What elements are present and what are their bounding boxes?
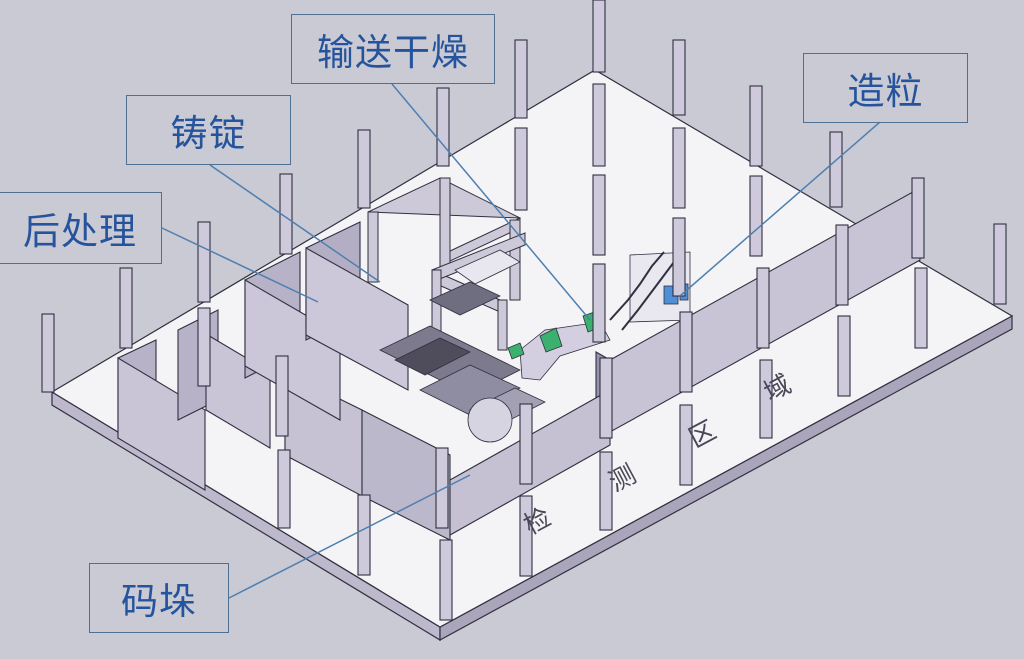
leader-lines [161, 83, 881, 599]
label-granulation-text: 造粒 [847, 70, 924, 113]
label-conveying-drying-text: 输送干燥 [317, 31, 469, 74]
equipment [379, 249, 691, 443]
label-granulation: 造粒 [803, 53, 968, 123]
leader-ingot [209, 164, 381, 283]
label-stacking-text: 码垛 [121, 580, 197, 623]
leader-drying [391, 83, 591, 321]
pillars [41, 0, 1007, 621]
leader-stacking [228, 474, 471, 599]
label-ingot-casting: 铸锭 [126, 95, 291, 165]
label-ingot-casting-text: 铸锭 [170, 112, 247, 155]
label-post-treatment: 后处理 [0, 192, 162, 264]
label-post-treatment-text: 后处理 [23, 210, 137, 253]
leader-granulation [679, 121, 881, 297]
label-conveying-drying: 输送干燥 [291, 14, 495, 84]
leader-post [161, 227, 319, 303]
label-stacking: 码垛 [89, 563, 229, 633]
